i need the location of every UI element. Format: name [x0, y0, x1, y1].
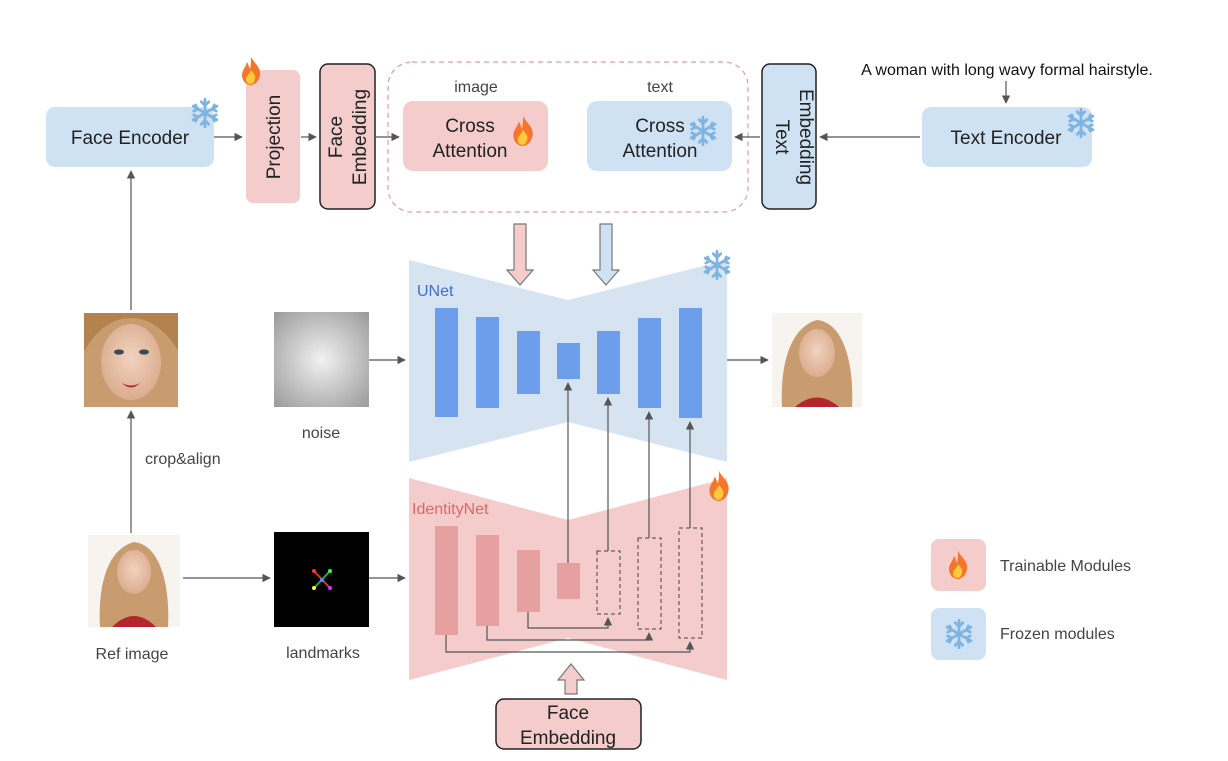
text-embedding-line2: Embedding [795, 89, 816, 185]
noise-caption: noise [302, 425, 340, 442]
identitynet-title: IdentityNet [412, 501, 489, 518]
identitynet-dashed-block [678, 527, 703, 639]
unet-title: UNet [417, 283, 454, 300]
fire-icon [242, 57, 261, 85]
unet-block [476, 317, 499, 408]
crop-align-label: crop&align [145, 451, 221, 468]
text-encoder-box: Text Encoder [922, 107, 1092, 167]
cross-attention-text-line1: Cross [635, 116, 685, 137]
cross-attention-image-line1: Cross [445, 116, 495, 137]
text-embedding-line1: Text [771, 120, 792, 156]
unet-blocks [435, 308, 702, 418]
cross-attention-image-box: Cross Attention [403, 101, 548, 171]
identitynet-blocks [435, 526, 703, 639]
unet-block [597, 331, 620, 394]
cross-attention-text-box: Cross Attention [587, 101, 732, 171]
face-encoder-box: Face Encoder [46, 107, 214, 167]
landmarks-image [274, 532, 369, 627]
legend: Trainable Modules Frozen modules [931, 539, 1131, 660]
skip-connections [445, 382, 695, 653]
face-embedding-bottom-box: Face Embedding [495, 698, 642, 750]
projection-label: Projection [264, 95, 285, 180]
prompt-text: A woman with long wavy formal hairstyle. [861, 62, 1153, 79]
image-to-unet-arrow [505, 223, 535, 286]
text-branch-label: text [647, 79, 673, 96]
text-embedding-box: Text Embedding [761, 63, 817, 210]
unet-block [557, 343, 580, 379]
cropped-face-image [84, 313, 178, 407]
output-image [772, 313, 862, 407]
face-embedding-bottom-line1: Face [547, 703, 589, 724]
identitynet-block [476, 535, 499, 626]
identitynet-block [435, 526, 458, 635]
text-encoder-label: Text Encoder [951, 128, 1063, 149]
image-branch-label: image [454, 79, 498, 96]
landmarks-caption: landmarks [286, 645, 360, 662]
unet-block [638, 318, 661, 408]
unet-block [679, 308, 702, 418]
face-embedding-to-identitynet-arrow [556, 663, 586, 695]
ref-image-caption: Ref image [96, 646, 169, 663]
face-encoder-label: Face Encoder [71, 128, 190, 149]
face-embedding-top-line1: Face [326, 116, 347, 158]
cross-attention-image-line2: Attention [433, 141, 508, 162]
identitynet-block [557, 563, 580, 599]
text-to-unet-arrow [591, 223, 621, 286]
face-embedding-top-box: Face Embedding [319, 63, 376, 210]
identitynet-block [517, 550, 540, 612]
unet-block [435, 308, 458, 417]
face-embedding-bottom-line2: Embedding [520, 728, 616, 749]
legend-trainable-label: Trainable Modules [1000, 558, 1131, 575]
fire-icon [709, 471, 729, 501]
projection-box: Projection [246, 70, 300, 203]
identitynet-dashed-block [596, 550, 621, 615]
unet-block [517, 331, 540, 394]
face-embedding-top-line2: Embedding [350, 89, 371, 185]
ref-image [88, 535, 180, 627]
identitynet-dashed-block [637, 537, 662, 630]
legend-frozen-label: Frozen modules [1000, 626, 1115, 643]
noise-image [274, 312, 369, 407]
cross-attention-text-line2: Attention [623, 141, 698, 162]
